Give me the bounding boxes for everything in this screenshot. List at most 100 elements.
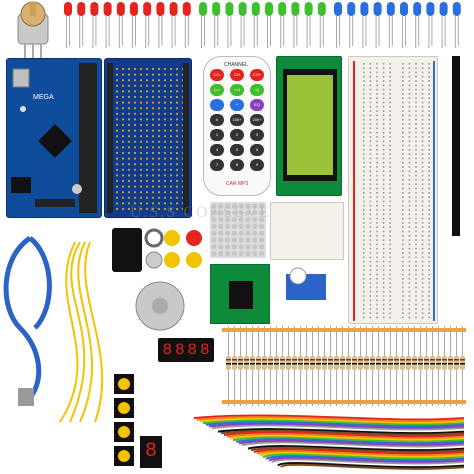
resistor: [448, 326, 453, 406]
potentiometer: [17, 1, 49, 58]
led: [143, 2, 152, 48]
jumper-wire: [274, 460, 465, 467]
single-digit-display: 8: [140, 436, 162, 468]
remote-key[interactable]: |<<: [210, 84, 224, 96]
resistor: [226, 326, 231, 406]
remote-key[interactable]: EQ: [250, 99, 264, 111]
resistor: [250, 326, 255, 406]
led: [278, 2, 287, 48]
jumper-wire: [253, 448, 465, 455]
seven-seg-digit: 8: [187, 341, 198, 359]
jumper-wire: [265, 455, 465, 462]
resistor: [430, 326, 435, 406]
button-caps: [144, 228, 202, 269]
led: [426, 2, 435, 48]
jumper-wire: [199, 417, 465, 424]
pin-header: [452, 56, 460, 236]
resistor: [364, 326, 369, 406]
breadboard-large: [348, 56, 438, 324]
led: [347, 2, 356, 48]
led: [156, 2, 165, 48]
seven-seg-digit: 8: [199, 341, 210, 359]
jumper-wire: [247, 445, 465, 452]
resistor: [232, 326, 237, 406]
remote-key[interactable]: CH: [230, 69, 244, 81]
resistor: [370, 326, 375, 406]
remote-brand: CAR MP3: [226, 181, 249, 187]
led-strip: [64, 2, 461, 48]
servo-motor: [286, 267, 326, 300]
jumper-wire: [211, 424, 465, 431]
remote-key[interactable]: 3: [250, 129, 264, 141]
resistor: [298, 326, 303, 406]
jumper-wire: [268, 456, 465, 464]
led-matrix: [210, 202, 266, 258]
jumper-wire: [226, 433, 465, 440]
led: [386, 2, 395, 48]
resistor: [292, 326, 297, 406]
resistor: [460, 326, 465, 406]
led: [400, 2, 408, 48]
remote-key[interactable]: 7: [210, 159, 224, 171]
resistor: [358, 326, 363, 406]
remote-key[interactable]: 200+: [250, 114, 264, 126]
led: [265, 2, 273, 48]
remote-key[interactable]: CH+: [250, 69, 264, 81]
resistor: [316, 326, 321, 406]
led: [291, 2, 300, 48]
jumper-wire: [235, 438, 465, 445]
resistor: [352, 326, 357, 406]
led: [169, 2, 178, 48]
jumper-wire: [238, 439, 465, 447]
remote-key[interactable]: 5: [230, 144, 244, 156]
breadboard-mini: [270, 202, 344, 260]
remote-key[interactable]: 8: [230, 159, 244, 171]
remote-key[interactable]: 9: [250, 159, 264, 171]
jumper-wire: [280, 463, 465, 470]
remote-key[interactable]: 2: [230, 129, 244, 141]
jumper-wire: [262, 453, 465, 460]
led: [317, 2, 326, 48]
jumper-wire: [196, 416, 465, 423]
jumper-wire: [223, 431, 465, 438]
led: [251, 2, 260, 48]
remote-key[interactable]: 4: [210, 144, 224, 156]
led: [225, 2, 234, 48]
resistor: [442, 326, 447, 406]
resistor: [268, 326, 273, 406]
resistor: [310, 326, 315, 406]
led: [413, 2, 422, 48]
remote-key[interactable]: >>|: [230, 84, 244, 96]
resistor: [424, 326, 429, 406]
mega-board: MEGA: [6, 58, 102, 218]
remote-key[interactable]: -: [210, 99, 224, 111]
led: [452, 2, 461, 48]
remote-key[interactable]: +: [230, 99, 244, 111]
jumper-wire: [241, 441, 465, 448]
led: [360, 2, 369, 48]
resistor: [322, 326, 327, 406]
resistor: [406, 326, 411, 406]
resistor: [436, 326, 441, 406]
resistor: [334, 326, 339, 406]
resistor: [382, 326, 387, 406]
resistor: [286, 326, 291, 406]
led: [77, 2, 86, 48]
led: [212, 2, 221, 48]
remote-key[interactable]: 100+: [230, 114, 244, 126]
resistor: [340, 326, 345, 406]
remote-key[interactable]: 1: [210, 129, 224, 141]
remote-key[interactable]: 0: [210, 114, 224, 126]
resistor: [418, 326, 423, 406]
resistor: [274, 326, 279, 406]
jumper-wire: [214, 426, 465, 433]
resistor: [304, 326, 309, 406]
driver-board: [210, 264, 270, 324]
battery-clip: [112, 228, 142, 272]
remote-key[interactable]: CH-: [210, 69, 224, 81]
resistor: [238, 326, 243, 406]
remote-key[interactable]: >||: [250, 84, 264, 96]
jumper-wire: [232, 436, 465, 443]
remote-key[interactable]: 6: [250, 144, 264, 156]
